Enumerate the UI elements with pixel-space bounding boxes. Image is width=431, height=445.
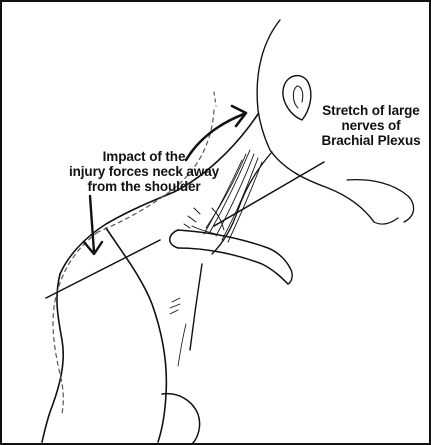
impact-caption: Impact of the injury forces neck away fr…: [46, 149, 242, 194]
chin-outline: [374, 218, 398, 224]
jaw-outline: [347, 180, 414, 222]
stretch-caption: Stretch of large nerves of Brachial Plex…: [307, 103, 431, 148]
hand-outline-bottom: [178, 248, 288, 284]
ear-inner: [293, 86, 302, 108]
back-outline: [42, 274, 63, 442]
fingertip: [288, 268, 292, 284]
displaced-small-dash: [214, 92, 216, 106]
arm-upper-line: [106, 228, 166, 442]
shoulder-arrow-shaft: [90, 196, 94, 252]
arm-lower-line: [162, 394, 200, 444]
elbow-shading: [170, 298, 186, 366]
hand-end: [170, 230, 178, 248]
arm-inner-line: [190, 264, 202, 350]
